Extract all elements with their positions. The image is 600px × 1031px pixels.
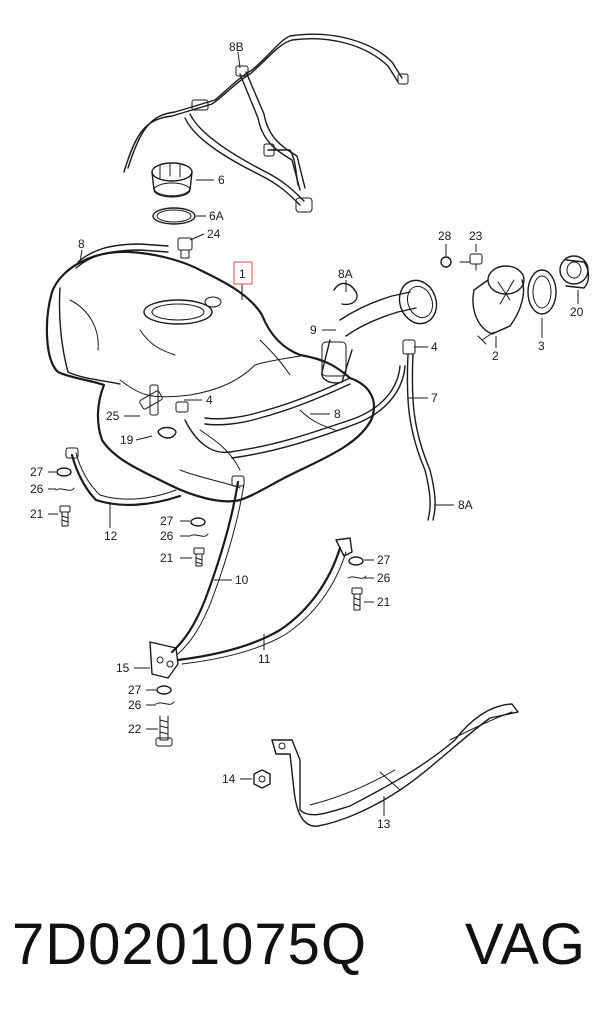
fuel-tank-1 xyxy=(45,250,376,503)
pipe-7 xyxy=(184,365,406,459)
label-26-b: 26 xyxy=(160,529,174,543)
seal-6A xyxy=(152,207,196,225)
label-8A-right: 8A xyxy=(458,498,473,512)
washer-28 xyxy=(440,256,452,268)
label-25: 25 xyxy=(106,409,120,423)
label-13: 13 xyxy=(377,817,391,831)
fasteners-left xyxy=(55,467,75,527)
label-27-a: 27 xyxy=(30,465,44,479)
gasket-3 xyxy=(527,269,557,315)
label-21-c: 21 xyxy=(377,595,391,609)
brand: VAG xyxy=(464,912,586,977)
label-28: 28 xyxy=(438,229,452,243)
label-19: 19 xyxy=(120,433,134,447)
label-3: 3 xyxy=(538,339,545,353)
pump-2 xyxy=(472,265,525,345)
strap-10 xyxy=(170,475,245,655)
label-8A-top: 8A xyxy=(338,267,353,281)
label-27-b: 27 xyxy=(160,514,174,528)
filler-neck-9 xyxy=(321,279,438,384)
leader-lines xyxy=(48,51,579,816)
label-8: 8 xyxy=(78,237,85,251)
label-26-c: 26 xyxy=(377,571,391,585)
heat-shield-13 xyxy=(271,703,519,827)
label-6: 6 xyxy=(218,173,225,187)
label-15: 15 xyxy=(116,661,130,675)
label-1: 1 xyxy=(239,267,246,281)
bracket-15 xyxy=(149,641,179,679)
label-26-a: 26 xyxy=(30,482,44,496)
label-21-b: 21 xyxy=(160,551,174,565)
pipe-8A-right xyxy=(402,339,436,521)
fuel-tank-exploded-diagram: 8B 6 6A 24 8 1 8A 9 4 7 8 4 25 19 28 23 … xyxy=(30,33,590,831)
label-14: 14 xyxy=(222,772,236,786)
damper-20 xyxy=(559,255,590,289)
pipe-8-mid xyxy=(204,377,351,426)
label-21-a: 21 xyxy=(30,507,44,521)
label-27-c: 27 xyxy=(377,553,391,567)
screw-23 xyxy=(459,253,483,271)
label-24: 24 xyxy=(207,227,221,241)
label-8-mid: 8 xyxy=(334,407,341,421)
label-11: 11 xyxy=(258,652,271,666)
label-20: 20 xyxy=(570,305,584,319)
highlight-box-part-1 xyxy=(233,261,253,285)
label-22: 22 xyxy=(128,722,142,736)
label-7: 7 xyxy=(431,391,438,405)
label-12: 12 xyxy=(104,529,118,543)
clip-19 xyxy=(157,426,177,439)
fasteners-bottom xyxy=(155,685,175,747)
nut-14 xyxy=(253,769,271,789)
breather-pipe-8B xyxy=(123,33,409,213)
label-26-d: 26 xyxy=(128,698,142,712)
strap-11 xyxy=(176,537,353,665)
label-4-mid: 4 xyxy=(206,393,213,407)
strap-12 xyxy=(65,447,182,507)
label-6A: 6A xyxy=(209,209,224,223)
label-4-right: 4 xyxy=(431,340,438,354)
footer: 7D0201075Q VAG xyxy=(0,905,600,1015)
fasteners-right xyxy=(347,556,367,611)
label-2: 2 xyxy=(492,349,499,363)
label-8B: 8B xyxy=(229,40,244,54)
pipe-8-left xyxy=(58,243,169,385)
lock-ring-6 xyxy=(151,162,193,198)
callout-labels: 8B 6 6A 24 8 1 8A 9 4 7 8 4 25 19 28 23 … xyxy=(30,40,584,831)
part-number: 7D0201075Q xyxy=(12,912,368,977)
valve-25 xyxy=(139,384,189,416)
fasteners-middle xyxy=(189,517,209,567)
label-10: 10 xyxy=(235,573,249,587)
label-9: 9 xyxy=(310,323,317,337)
label-23: 23 xyxy=(469,229,483,243)
label-27-d: 27 xyxy=(128,683,142,697)
connector-24 xyxy=(177,237,193,259)
